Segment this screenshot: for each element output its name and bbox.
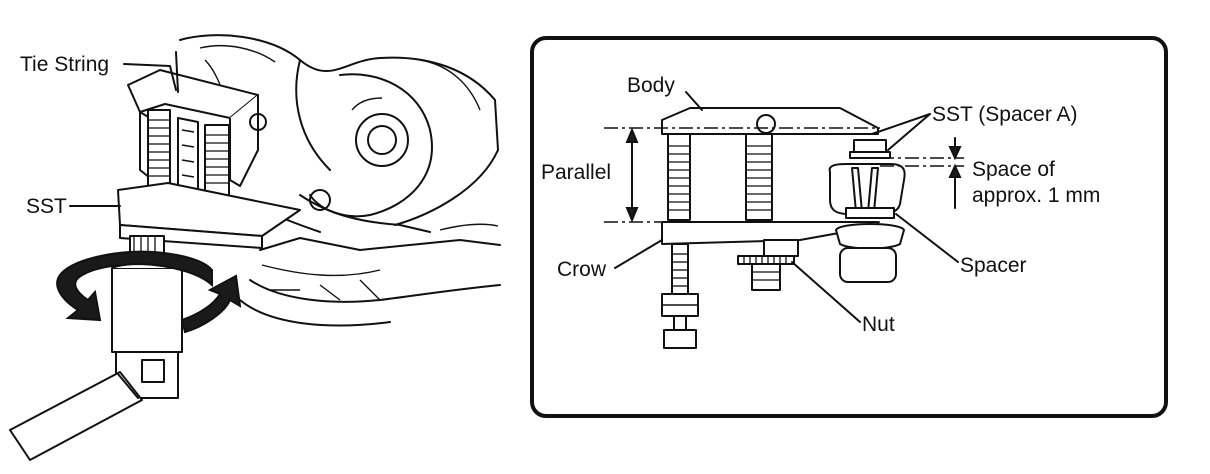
left-screw-thread xyxy=(668,145,690,211)
tie-string-leader xyxy=(123,63,177,91)
nut-knurl xyxy=(743,256,787,264)
steering-knuckle-drawing xyxy=(179,34,501,327)
crow-leader xyxy=(614,239,663,269)
left-screw xyxy=(667,133,691,221)
middle-screw xyxy=(745,133,773,221)
crow-label: Crow xyxy=(557,258,607,281)
body-bar xyxy=(661,107,879,135)
parallel-label: Parallel xyxy=(541,161,611,184)
spacer-a xyxy=(853,139,887,153)
nut-block xyxy=(763,239,799,257)
spacer-label: Spacer xyxy=(960,254,1027,277)
lower-left-screw-thread xyxy=(672,253,688,287)
nut-stem xyxy=(751,263,781,291)
rotation-arrow-icon xyxy=(56,250,242,334)
space-dimension: Space of approx. 1 mm xyxy=(948,137,1100,209)
nut-stem-thread xyxy=(752,271,780,281)
body-label: Body xyxy=(627,74,675,97)
sst-spacer-a-leader xyxy=(871,113,931,151)
body-leader xyxy=(685,91,703,111)
rod-thread-right xyxy=(205,134,229,184)
nut-label: Nut xyxy=(862,313,895,336)
right-figure: Parallel Space of approx. 1 mm Body SST … xyxy=(530,36,1168,418)
tie-string-label: Tie String xyxy=(20,53,109,76)
space-label-line1: Space of xyxy=(972,158,1055,181)
space-label-line2: approx. 1 mm xyxy=(972,184,1100,207)
sst-label: SST xyxy=(26,195,67,218)
spacer-leader xyxy=(895,213,959,263)
tie-string-callout: Tie String xyxy=(20,51,179,93)
middle-screw-thread xyxy=(746,145,772,211)
lower-left-head xyxy=(663,329,697,349)
rod-thread-left xyxy=(148,119,170,177)
sst-puller-drawing xyxy=(117,69,301,263)
sst-spacer-a-label: SST (Spacer A) xyxy=(932,103,1078,126)
socket-wrench-drawing xyxy=(9,262,183,461)
sst-callout: SST xyxy=(26,195,121,218)
nut-leader xyxy=(791,261,861,323)
parallel-dimension: Parallel xyxy=(541,127,639,223)
lower-left-shaft xyxy=(673,315,687,331)
left-figure: Tie String SST xyxy=(9,34,501,461)
ball-joint-drawing xyxy=(828,139,906,283)
